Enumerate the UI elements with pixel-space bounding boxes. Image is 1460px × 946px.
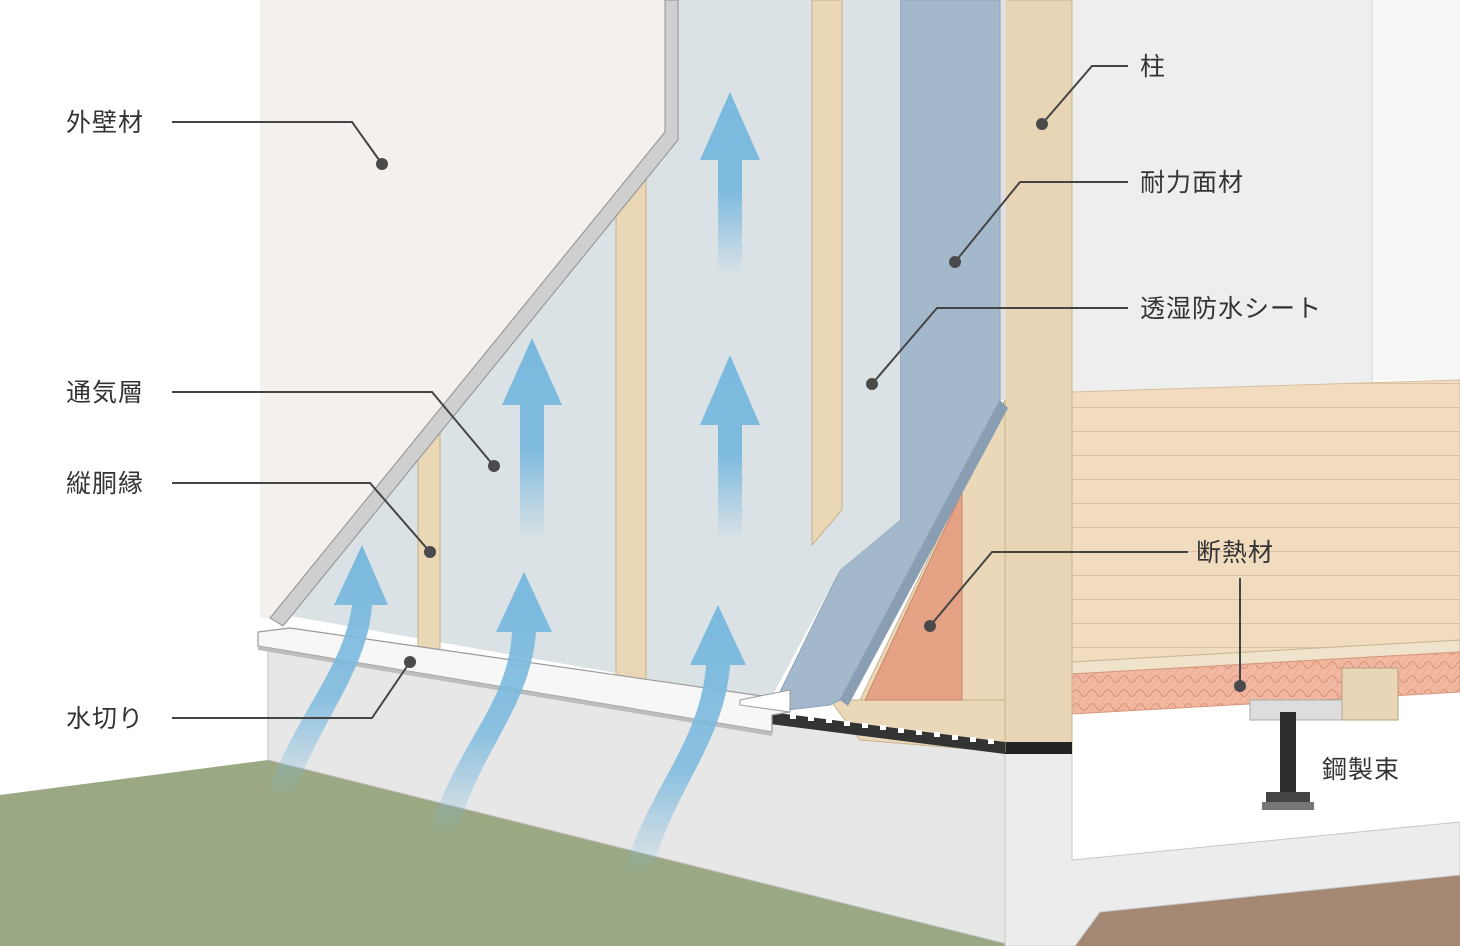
leader-exterior-wall (172, 121, 383, 165)
airflow-arrow-up-1 (700, 92, 760, 275)
label-flashing: 水切り (66, 704, 144, 733)
dot-breathable-membrane (866, 378, 878, 390)
ground (0, 760, 1015, 946)
furring-strip-3 (417, 423, 441, 653)
exterior-wall-panel (260, 0, 665, 618)
foundation-side (1004, 751, 1460, 946)
floor-boards (1071, 379, 1460, 663)
dot-flashing (404, 656, 416, 668)
airflow-arrows-vertical (502, 92, 760, 540)
furring-strip-2 (615, 160, 647, 689)
leader-flashing (172, 661, 411, 719)
label-vertical-furring: 縦胴縁 (66, 469, 144, 498)
dot-structural-panel (949, 256, 961, 268)
post-head (1249, 699, 1343, 721)
underfloor-soil (1075, 875, 1460, 946)
exterior-wall-edge (269, 0, 679, 627)
dot-insulation-wall (924, 620, 936, 632)
leader-lines (172, 65, 1246, 719)
label-breathable-membrane: 透湿防水シート (1140, 294, 1322, 323)
intake-arrow-1 (266, 545, 388, 800)
leader-column (1041, 65, 1128, 125)
packing-vents (790, 714, 994, 744)
dot-column (1036, 118, 1048, 130)
intake-arrow-3 (622, 605, 746, 878)
sill-packing (1005, 742, 1072, 754)
label-insulation: 断熱材 (1196, 538, 1274, 567)
label-structural-panel: 耐力面材 (1140, 168, 1244, 197)
breathable-membrane (769, 0, 1001, 713)
wall-insulation (864, 491, 963, 701)
intake-arrow-2 (428, 572, 552, 838)
label-steel-post: 鋼製束 (1322, 755, 1400, 784)
airflow-arrows-intake (266, 545, 746, 878)
dot-insulation-floor (1234, 680, 1246, 692)
leader-vertical-furring (172, 482, 431, 553)
dot-vertical-furring (424, 546, 436, 558)
airflow-arrow-up-3 (502, 338, 562, 540)
label-exterior-wall: 外壁材 (66, 108, 144, 137)
steel-post-base (1266, 792, 1310, 802)
room-side-wall (1372, 0, 1460, 380)
airflow-arrow-up-2 (700, 355, 760, 540)
ventilation-layer (290, 0, 900, 700)
steel-post (1280, 712, 1296, 794)
label-column: 柱 (1140, 52, 1166, 81)
column (1004, 0, 1073, 753)
labels: 外壁材 通気層 縦胴縁 水切り 柱 耐力面材 透湿防水シート 断熱材 鋼製束 (66, 52, 1400, 784)
dot-exterior-wall (376, 158, 388, 170)
leader-ventilation-layer (172, 391, 495, 467)
label-ventilation-layer: 通気層 (66, 378, 144, 407)
dot-ventilation-layer (488, 460, 500, 472)
floor-joist (1341, 667, 1399, 721)
furring-strip-1 (811, 0, 843, 547)
leader-structural-panel (954, 181, 1128, 263)
leader-insulation-wall (929, 551, 1188, 627)
leader-breathable-membrane (871, 307, 1128, 385)
